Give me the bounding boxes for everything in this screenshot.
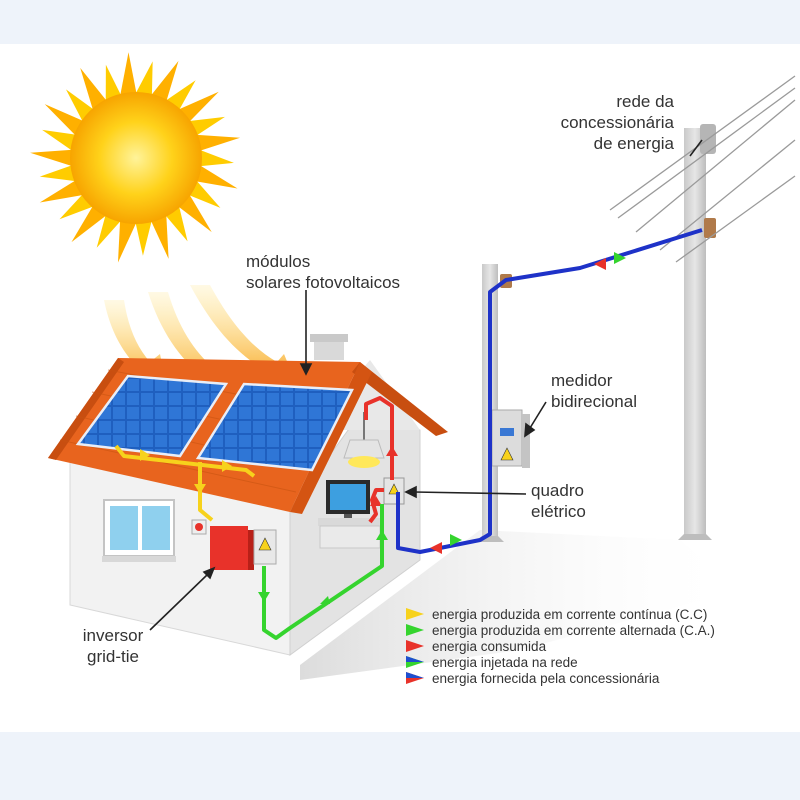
label-electrical-panel: quadro elétrico <box>531 480 586 522</box>
top-band <box>0 0 800 44</box>
sun-ray <box>80 67 107 111</box>
legend-item-ac: energia produzida em corrente alternada … <box>404 622 794 638</box>
label-electrical-panel-line2: elétrico <box>531 502 586 521</box>
sun-ray <box>188 116 225 136</box>
legend-item-injected: energia injetada na rede <box>404 654 794 670</box>
dc-arrows <box>140 449 232 494</box>
pointer-lines <box>149 139 703 631</box>
sun-ray <box>199 149 234 167</box>
legend-item-consumed: energia consumida <box>404 638 794 654</box>
consumed-arrows <box>370 446 398 506</box>
label-inverter: inversor grid-tie <box>58 625 168 667</box>
sun-ray <box>165 80 196 111</box>
meter-pole <box>476 264 512 542</box>
legend-text-consumed: energia consumida <box>432 638 547 654</box>
bottom-band <box>0 732 800 800</box>
legend-text-ac: energia produzida em corrente alternada … <box>432 622 715 638</box>
sun-ray <box>177 193 212 233</box>
sun-ray <box>135 61 153 97</box>
sun-ray <box>71 205 107 243</box>
sun-ray <box>96 214 122 248</box>
legend-text-injected: energia injetada na rede <box>432 654 578 670</box>
inverter-box <box>191 519 277 570</box>
sun-ray <box>117 219 137 263</box>
legend-text-dc: energia produzida em corrente contínua (… <box>432 606 708 622</box>
legend: energia produzida em corrente contínua (… <box>404 606 794 686</box>
sun-ray <box>30 149 73 167</box>
label-utility-grid-line1: rede da <box>616 92 674 111</box>
sun-ray <box>150 214 169 259</box>
label-utility-grid-line3: de energia <box>593 134 674 153</box>
light-fixture <box>343 412 385 468</box>
label-solar-modules-line1: módulos <box>246 252 311 271</box>
sun-disc <box>70 92 202 224</box>
label-utility-grid: rede da concessionária de energia <box>520 91 674 154</box>
label-meter-line2: bidirecional <box>551 392 637 411</box>
legend-text-supplied: energia fornecida pela concessionária <box>432 670 660 686</box>
sun-ray <box>39 180 84 203</box>
legend-arrow-dc-icon <box>406 608 424 620</box>
label-solar-modules: módulos solares fotovoltaicos <box>246 251 400 293</box>
ac-wiring <box>262 504 384 640</box>
label-meter-line1: medidor <box>551 371 613 390</box>
label-inverter-line2: grid-tie <box>87 647 139 666</box>
label-inverter-line1: inversor <box>82 626 144 645</box>
sun-ray <box>42 129 77 151</box>
legend-arrow-ac-icon <box>406 624 424 636</box>
sun-ray <box>177 91 219 123</box>
label-electrical-panel-line1: quadro <box>531 481 584 500</box>
sun-ray <box>195 165 238 189</box>
legend-item-dc: energia produzida em corrente contínua (… <box>404 606 794 622</box>
sun-ray <box>105 64 122 102</box>
legend-arrow-injected-icon <box>406 656 424 668</box>
label-meter: medidor bidirecional <box>551 370 637 412</box>
sun-ray <box>150 60 179 102</box>
dc-wiring <box>114 444 256 522</box>
sun-ray <box>44 104 84 136</box>
sun-ray <box>195 134 241 151</box>
sun-icon <box>30 52 241 263</box>
sun-ray <box>188 180 221 208</box>
label-solar-modules-line2: solares fotovoltaicos <box>246 273 401 292</box>
sun-ray <box>120 52 137 97</box>
grid-wiring <box>396 228 703 554</box>
consumed-wiring <box>364 396 394 524</box>
legend-item-supplied: energia fornecida pela concessionária <box>404 670 794 686</box>
legend-arrow-consumed-icon <box>406 640 424 652</box>
label-utility-grid-line2: concessionária <box>560 113 674 132</box>
sun-ray <box>135 219 152 256</box>
solar-panels <box>75 374 354 472</box>
legend-arrow-supplied-icon <box>406 672 424 684</box>
electrical-panel <box>383 477 405 505</box>
grid-arrows <box>430 252 626 554</box>
sun-ray <box>39 165 77 182</box>
utility-pole <box>678 124 716 540</box>
sun-ray <box>165 205 188 242</box>
ac-arrows <box>258 530 388 604</box>
power-lines <box>609 75 796 263</box>
bidirectional-meter <box>491 409 530 468</box>
